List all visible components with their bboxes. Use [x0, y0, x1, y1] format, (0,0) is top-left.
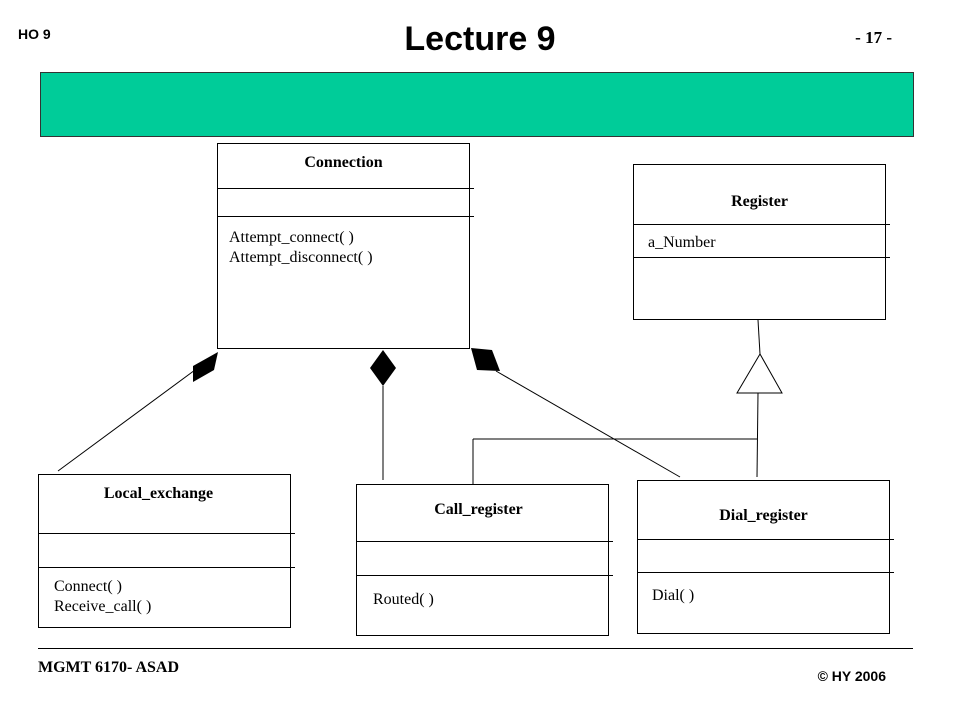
class-name-local-exchange: Local_exchange [103, 485, 214, 502]
class-local-exchange: Local_exchange Connect( ) Receive_call( … [38, 474, 295, 628]
class-connection: Connection Attempt_connect( ) Attempt_di… [217, 143, 474, 349]
title-banner [40, 72, 914, 137]
page-number: - 17 - [855, 28, 892, 47]
link-register [757, 319, 761, 355]
class-register: Register a_Number [633, 164, 890, 320]
link-local-exchange [57, 369, 196, 472]
attribute-a-number: a_Number [648, 234, 716, 251]
class-divider [39, 533, 295, 534]
handout-label: HO 9 [18, 26, 51, 42]
class-name-call-register: Call_register [434, 501, 523, 518]
class-divider [638, 539, 894, 540]
class-divider [634, 257, 890, 258]
class-divider [39, 567, 295, 568]
method-attempt-disconnect: Attempt_disconnect( ) [229, 249, 373, 266]
method-routed: Routed( ) [373, 591, 434, 608]
method-receive-call: Receive_call( ) [54, 598, 152, 615]
class-name-register: Register [731, 193, 788, 210]
class-divider [357, 575, 613, 576]
method-dial: Dial( ) [652, 587, 695, 604]
link-dial-register [495, 370, 681, 478]
class-name-connection: Connection [304, 154, 383, 171]
method-connect: Connect( ) [54, 578, 122, 595]
method-attempt-connect: Attempt_connect( ) [229, 229, 354, 246]
class-divider [218, 216, 474, 217]
class-divider [634, 224, 890, 225]
link-generalization-trunk [756, 392, 759, 478]
class-divider [638, 572, 894, 573]
class-divider [357, 541, 613, 542]
class-dial-register: Dial_register Dial( ) [637, 480, 894, 634]
course-label: MGMT 6170- ASAD [38, 659, 180, 676]
class-name-dial-register: Dial_register [719, 507, 808, 524]
composition-diamond-dial-register [471, 348, 500, 371]
composition-diamond-call-register [370, 350, 396, 386]
footer-rule [38, 648, 913, 649]
class-divider [218, 188, 474, 189]
class-call-register: Call_register Routed( ) [356, 484, 613, 636]
copyright-label: © HY 2006 [817, 668, 886, 684]
page-title: Lecture 9 [404, 20, 556, 58]
generalization-triangle [736, 352, 783, 394]
composition-diamond-local-exchange [193, 352, 218, 382]
